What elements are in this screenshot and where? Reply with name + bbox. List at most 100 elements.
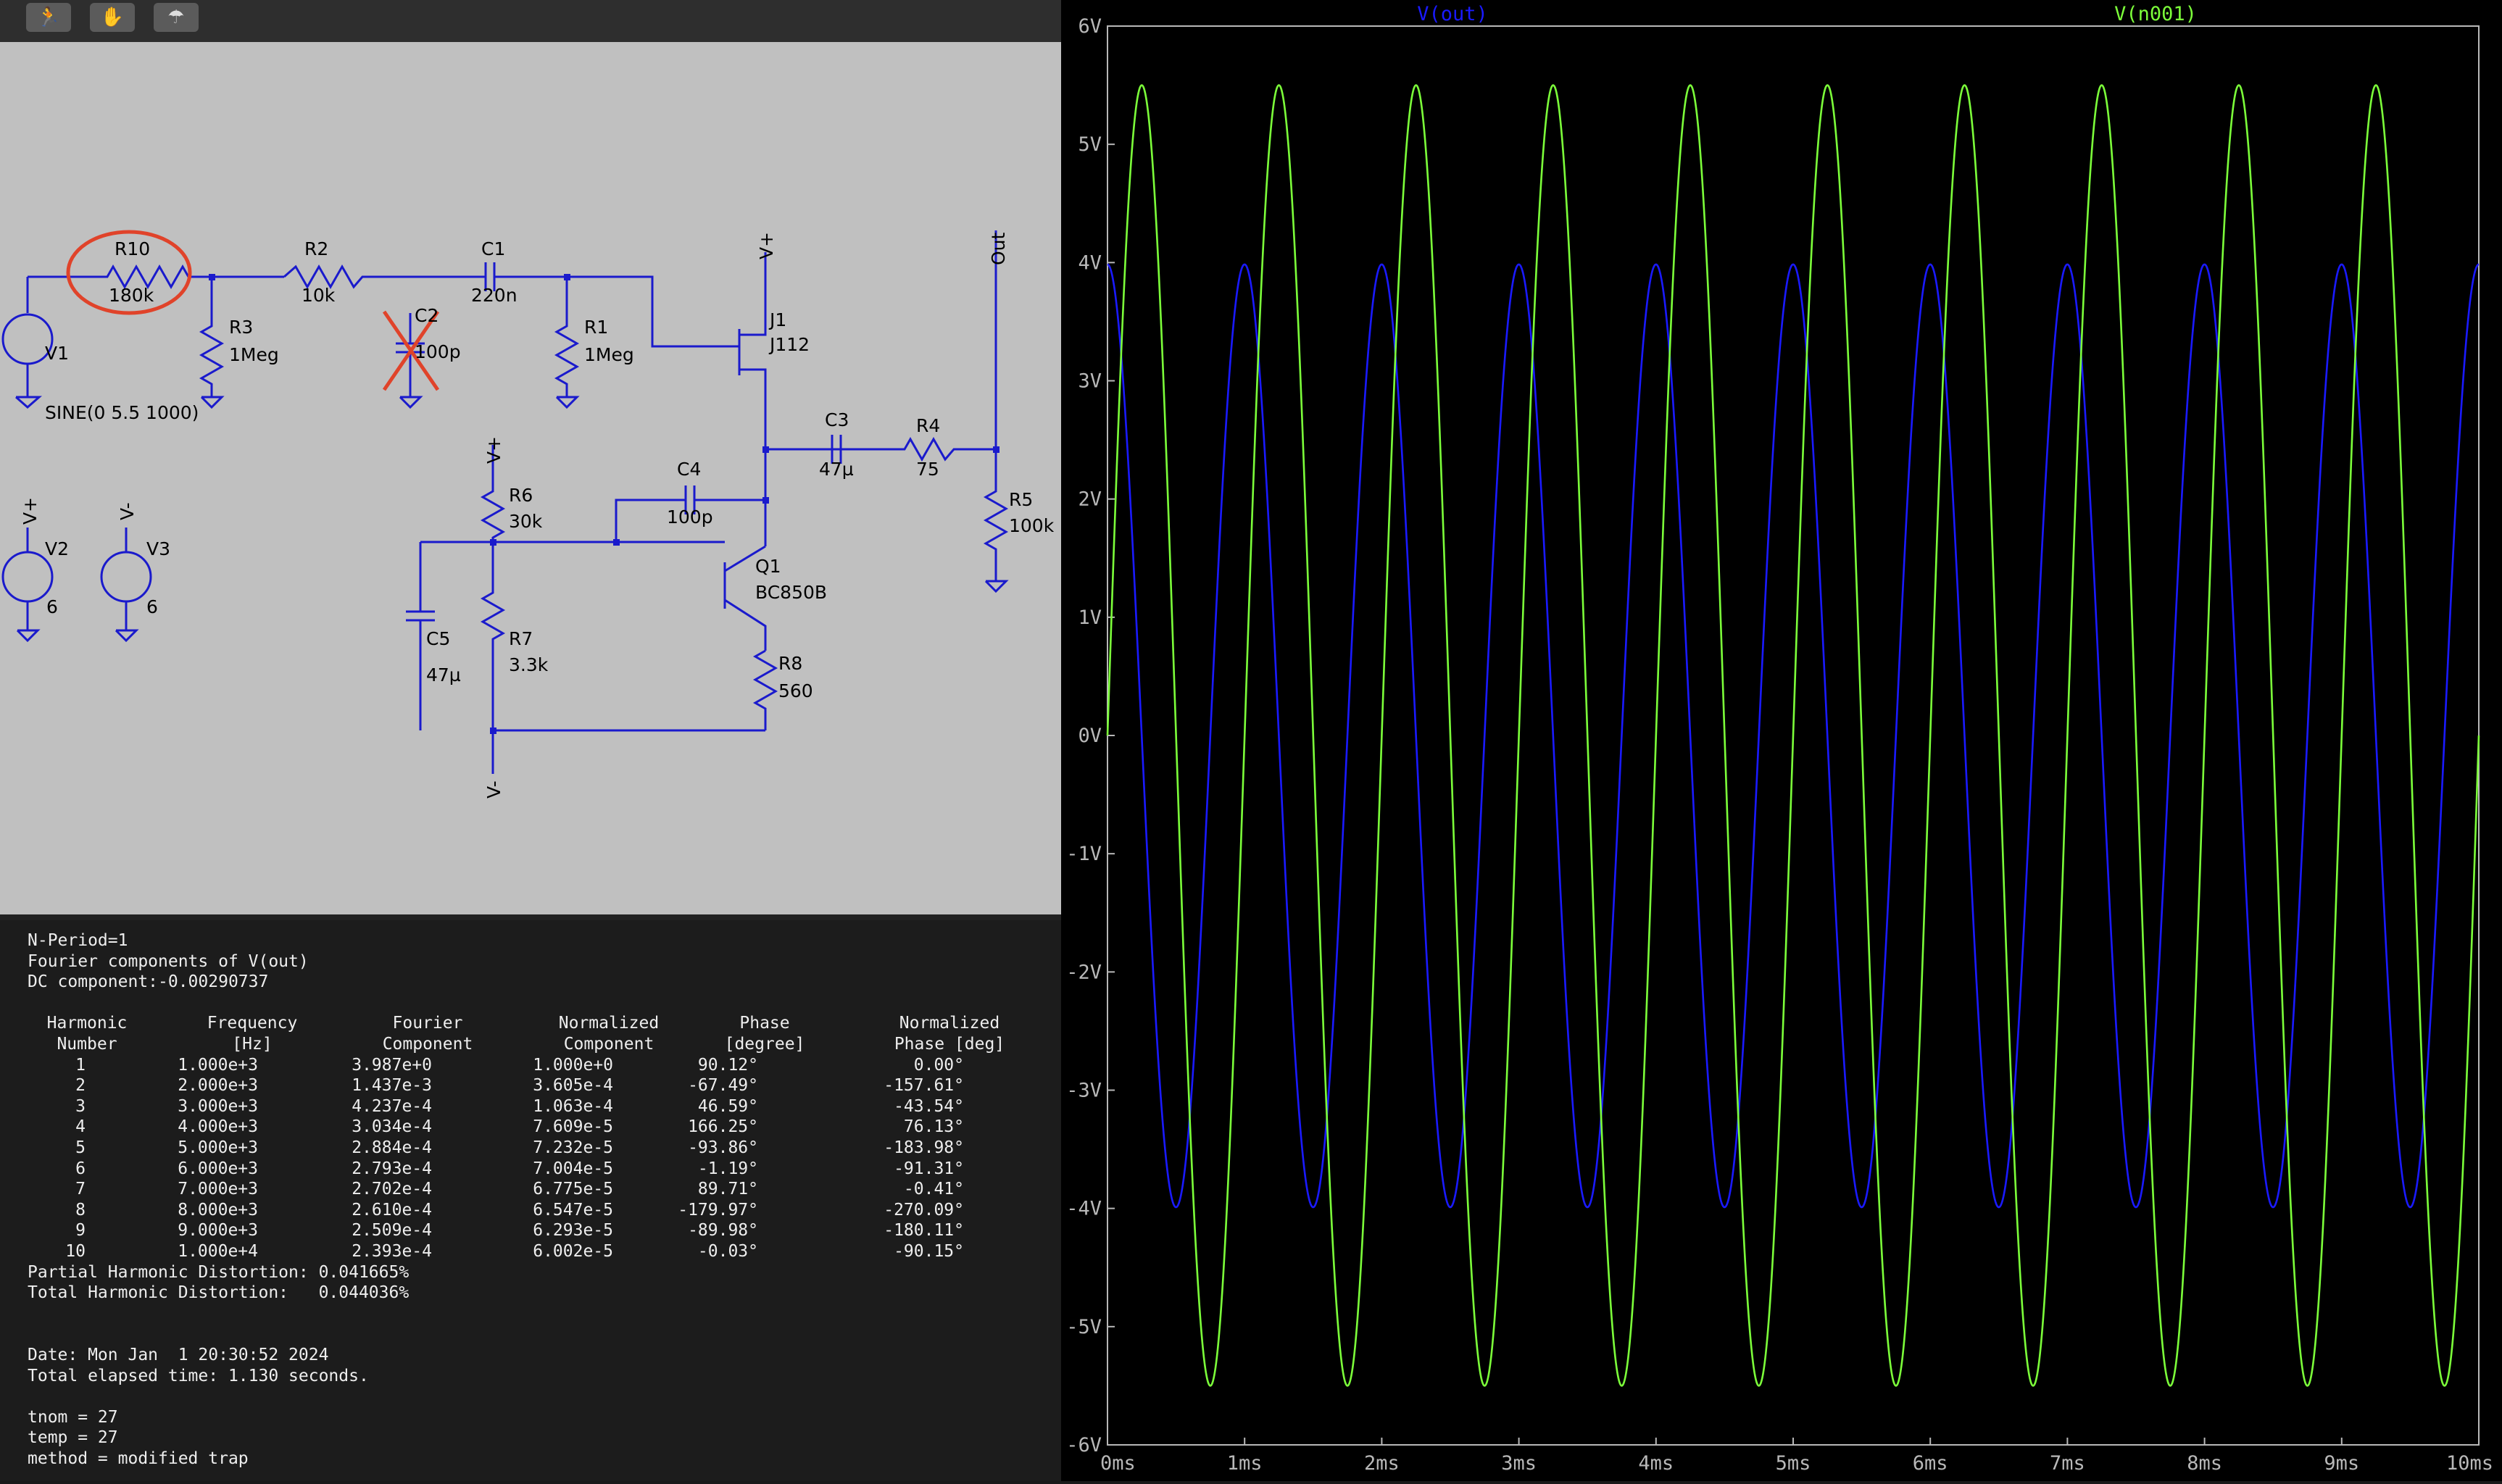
label-r3-name: R3 [229, 317, 253, 338]
y-tick-label: -1V [1066, 843, 1102, 865]
y-tick-label: 4V [1078, 251, 1102, 274]
log-distortion-line: Partial Harmonic Distortion: 0.041665% [28, 1262, 409, 1283]
label-r1-value: 1Meg [584, 344, 634, 365]
log-column-header: Normalized [877, 1013, 1022, 1034]
resistor-r5[interactable] [986, 449, 1006, 581]
y-tick-label: 3V [1078, 370, 1102, 393]
log-table-cell: 166.25° [613, 1117, 758, 1138]
label-c5-value: 47µ [426, 664, 461, 685]
label-j1-name: J1 [768, 309, 786, 330]
label-r8-name: R8 [778, 653, 802, 674]
label-c4-value: 100p [667, 507, 713, 528]
x-tick-label: 6ms [1913, 1452, 1948, 1475]
series-legend-vout[interactable]: V(out) [1417, 3, 1488, 25]
net-label-vplus: V+ [756, 232, 777, 259]
log-table-cell: 5 [0, 1138, 86, 1159]
resistor-r4[interactable] [841, 439, 996, 459]
label-r7-name: R7 [509, 628, 533, 649]
ground-symbol [16, 397, 39, 407]
log-footer-line: temp = 27 [28, 1427, 118, 1448]
log-table-cell: 3.000e+3 [113, 1096, 258, 1117]
series-legend-vn001[interactable]: V(n001) [2114, 3, 2197, 25]
log-table-cell: 6.000e+3 [113, 1159, 258, 1180]
bjt-q1-emitter [725, 600, 765, 651]
x-tick-label: 0ms [1100, 1452, 1136, 1475]
log-table-cell: 1.437e-3 [287, 1075, 432, 1096]
log-footer-line: Total elapsed time: 1.130 seconds. [28, 1366, 369, 1387]
resistor-r7[interactable] [483, 542, 503, 730]
log-table-cell: 7 [0, 1179, 86, 1200]
node-dot [613, 539, 620, 546]
ground-symbol [201, 397, 222, 407]
resistor-r1[interactable] [557, 277, 577, 397]
label-c1-name: C1 [481, 238, 505, 259]
net-label-vplus: V+ [483, 436, 504, 464]
ground-symbol [557, 397, 577, 407]
log-column-header: Phase [710, 1013, 819, 1034]
node-dot [490, 539, 496, 546]
schematic-editor[interactable]: R10 180k R2 10k C1 220n R3 1Meg C2 100p … [0, 42, 1061, 920]
log-column-header: Component [362, 1034, 493, 1055]
log-table-cell: 5.000e+3 [113, 1138, 258, 1159]
resistor-r8[interactable] [755, 651, 776, 730]
log-table-cell: 3.605e-4 [468, 1075, 613, 1096]
log-table-cell: 3 [0, 1096, 86, 1117]
probe-icon[interactable]: ☂ [154, 3, 199, 32]
log-table-cell: 1.000e+4 [113, 1241, 258, 1262]
x-tick-label: 8ms [2187, 1452, 2222, 1475]
log-table-cell: -1.19° [613, 1159, 758, 1180]
log-table-cell: -89.98° [613, 1220, 758, 1241]
y-tick-label: -2V [1066, 961, 1102, 983]
net-label-vminus: V- [483, 780, 504, 799]
log-table-cell: 7.000e+3 [113, 1179, 258, 1200]
run-icon[interactable]: 🏃 [26, 3, 71, 32]
log-table-cell: -90.15° [819, 1241, 964, 1262]
log-table-cell: 7.609e-5 [468, 1117, 613, 1138]
voltage-source-v3[interactable] [101, 552, 151, 601]
log-table-cell: 6 [0, 1159, 86, 1180]
log-table-cell: 2.884e-4 [287, 1138, 432, 1159]
net-label-vplus: V+ [20, 497, 41, 525]
log-table-cell: 1.000e+0 [468, 1055, 613, 1076]
log-header-line: N-Period=1 [28, 930, 128, 951]
label-r2-value: 10k [302, 285, 336, 306]
toolbar: 🏃 ✋ ☂ [0, 0, 1061, 42]
log-table-cell: 90.12° [613, 1055, 758, 1076]
log-table-cell: -93.86° [613, 1138, 758, 1159]
node-dot [762, 497, 769, 504]
x-tick-label: 4ms [1638, 1452, 1674, 1475]
log-table-cell: 3.034e-4 [287, 1117, 432, 1138]
wire [494, 277, 739, 346]
log-table-cell: 2.509e-4 [287, 1220, 432, 1241]
log-table-cell: 6.775e-5 [468, 1179, 613, 1200]
waveform-plot[interactable]: 6V5V4V3V2V1V0V-1V-2V-3V-4V-5V-6V0ms1ms2m… [1061, 0, 2502, 1481]
y-tick-label: -6V [1066, 1434, 1102, 1456]
log-column-header: Phase [deg] [877, 1034, 1022, 1055]
log-table-cell: 6.293e-5 [468, 1220, 613, 1241]
log-header-line: DC component:-0.00290737 [28, 972, 268, 993]
label-c2-value: 100p [415, 341, 461, 362]
log-column-header: Frequency [187, 1013, 317, 1034]
halt-icon[interactable]: ✋ [90, 3, 135, 32]
log-table-cell: 2.000e+3 [113, 1075, 258, 1096]
log-footer-line: tnom = 27 [28, 1407, 118, 1428]
y-tick-label: 0V [1078, 725, 1102, 747]
label-q1-value: BC850B [755, 582, 827, 603]
log-table-cell: 4 [0, 1117, 86, 1138]
y-tick-label: -5V [1066, 1316, 1102, 1338]
resistor-r3[interactable] [201, 277, 222, 397]
resistor-r2[interactable] [284, 267, 478, 287]
spice-error-log: N-Period=1Fourier components of V(out)DC… [0, 920, 1061, 1481]
label-c4-name: C4 [677, 459, 701, 480]
log-table-cell: 6.547e-5 [468, 1200, 613, 1221]
voltage-source-v2[interactable] [3, 552, 52, 601]
log-footer-line: method = modified trap [28, 1448, 249, 1470]
schematic-canvas[interactable]: R10 180k R2 10k C1 220n R3 1Meg C2 100p … [0, 42, 1061, 920]
waveform-viewer[interactable]: 6V5V4V3V2V1V0V-1V-2V-3V-4V-5V-6V0ms1ms2m… [1061, 0, 2502, 1481]
x-tick-label: 9ms [2324, 1452, 2359, 1475]
log-table-cell: 4.000e+3 [113, 1117, 258, 1138]
log-table-cell: 2.610e-4 [287, 1200, 432, 1221]
log-table-cell: 1.063e-4 [468, 1096, 613, 1117]
log-table-cell: -183.98° [819, 1138, 964, 1159]
log-table-cell: 6.002e-5 [468, 1241, 613, 1262]
